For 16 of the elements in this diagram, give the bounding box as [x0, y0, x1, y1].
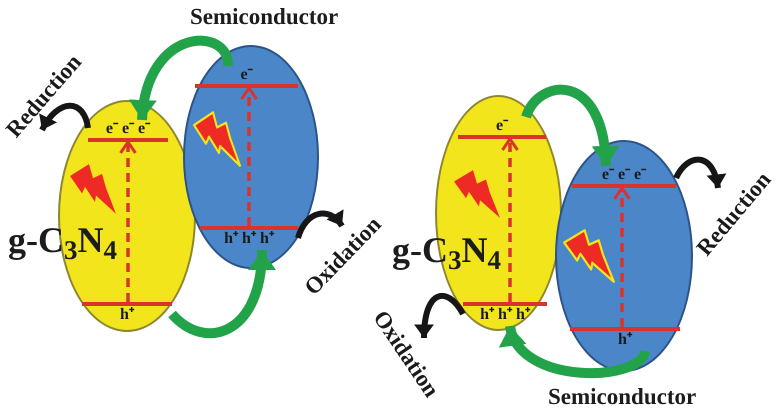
- energy-level: h⁺ h⁺ h⁺: [463, 302, 547, 326]
- dashed-arrow: [613, 186, 631, 327]
- energy-level: e⁻: [195, 66, 298, 88]
- curved-arrow: [414, 293, 466, 338]
- dashed-arrow: [119, 140, 137, 302]
- energy-level: h⁺ h⁺ h⁺: [200, 226, 298, 250]
- node-heading: Semiconductor: [548, 384, 696, 410]
- energy-level: e⁻ e⁻ e⁻: [572, 166, 676, 188]
- curved-arrow: [521, 84, 618, 166]
- dashed-arrow: [501, 138, 519, 302]
- dashed-arrow: [240, 86, 258, 226]
- energy-level: e⁻ e⁻ e⁻: [88, 120, 168, 142]
- node-heading: Semiconductor: [190, 4, 338, 30]
- curved-arrow: [673, 156, 726, 189]
- energy-level: e⁻: [458, 117, 546, 139]
- energy-level: h⁺: [82, 302, 172, 326]
